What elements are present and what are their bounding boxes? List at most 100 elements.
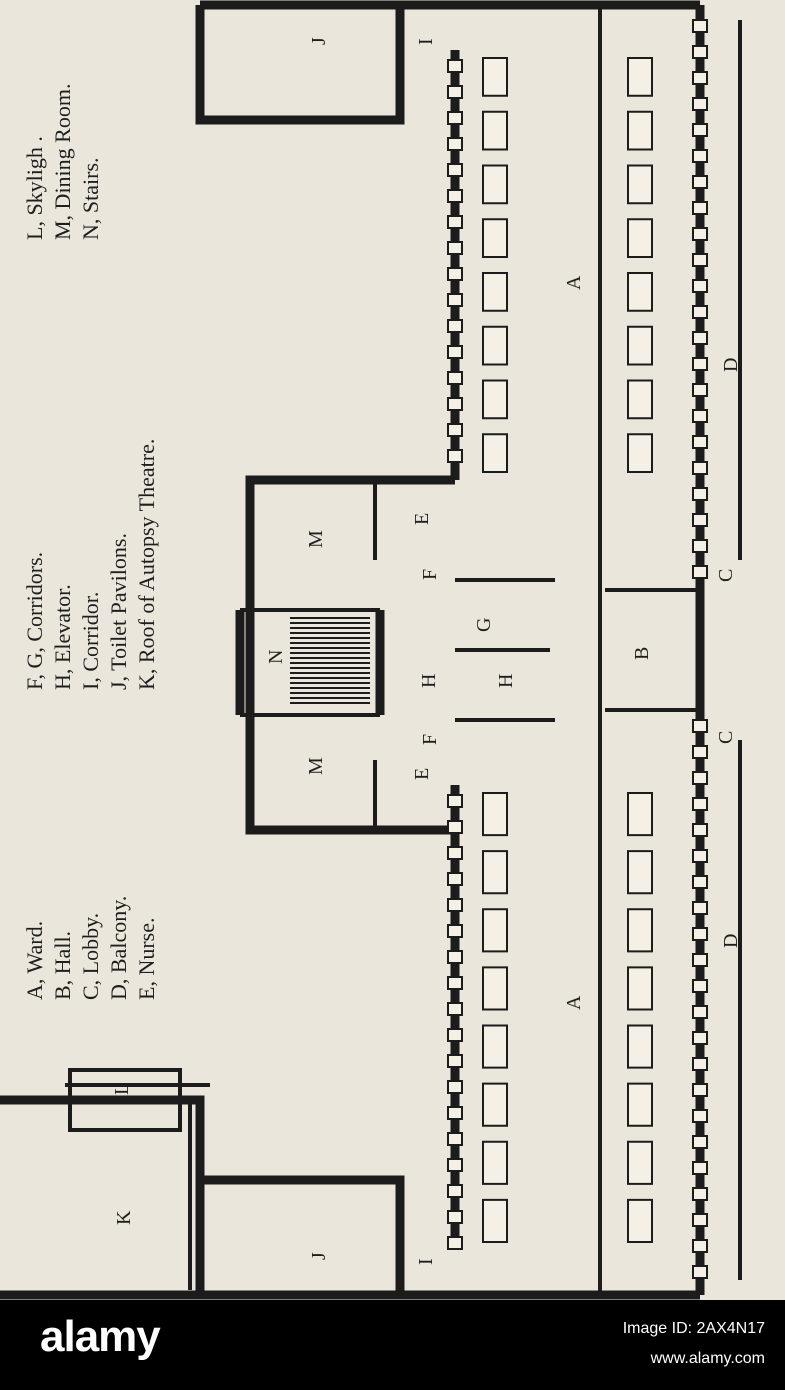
watermark-footer: alamy Image ID: 2AX4N17 www.alamy.com: [0, 1300, 785, 1390]
window: [447, 1158, 463, 1172]
window: [692, 901, 708, 915]
ward-bed: [627, 325, 653, 366]
window: [692, 1213, 708, 1227]
legend-item: D, Balcony.: [106, 896, 131, 1000]
label-corridor-f-upper: F: [419, 569, 441, 580]
window: [447, 241, 463, 255]
ward-bed: [482, 850, 508, 895]
window: [447, 1184, 463, 1198]
window: [692, 719, 708, 733]
window: [447, 846, 463, 860]
ward-bed: [627, 433, 653, 473]
label-hall: B: [631, 647, 653, 660]
partition: [68, 1068, 182, 1132]
ward-bed: [482, 1024, 508, 1069]
label-nurse-lower: E: [411, 768, 433, 780]
window: [692, 227, 708, 241]
window: [692, 123, 708, 137]
window: [692, 279, 708, 293]
window: [447, 423, 463, 437]
window: [447, 1080, 463, 1094]
label-stairs: N: [265, 650, 287, 664]
window: [447, 1002, 463, 1016]
window: [692, 19, 708, 33]
window: [692, 331, 708, 345]
window: [447, 59, 463, 73]
window: [692, 513, 708, 527]
legend-item: H, Elevator.: [50, 584, 75, 690]
window: [692, 953, 708, 967]
window: [692, 1109, 708, 1123]
label-dining-lower: M: [305, 757, 327, 775]
ward-bed: [482, 218, 508, 258]
label-corridor-i-lower: I: [415, 1258, 437, 1265]
legend-item: E, Nurse.: [134, 918, 159, 1000]
window: [692, 461, 708, 475]
window: [692, 1187, 708, 1201]
window: [447, 1054, 463, 1068]
window: [692, 71, 708, 85]
ward-bed: [627, 1024, 653, 1069]
ward-bed: [627, 110, 653, 151]
legend-item: C, Lobby.: [78, 913, 103, 1000]
window: [447, 163, 463, 177]
ward-bed: [627, 1140, 653, 1185]
label-corridor-i-upper: I: [415, 38, 437, 45]
ward-bed: [482, 908, 508, 953]
window: [692, 1239, 708, 1253]
wall: [0, 1095, 205, 1300]
window: [692, 409, 708, 423]
window: [447, 950, 463, 964]
label-corridor-g: G: [473, 618, 495, 632]
window: [692, 797, 708, 811]
window: [692, 565, 708, 579]
window: [692, 1161, 708, 1175]
window: [447, 215, 463, 229]
image-id: Image ID: 2AX4N17: [622, 1320, 765, 1337]
window: [692, 927, 708, 941]
ward-bed: [627, 1082, 653, 1127]
ward-bed: [482, 433, 508, 473]
ward-bed: [482, 57, 508, 97]
window: [692, 1083, 708, 1097]
label-dining-upper: M: [305, 530, 327, 548]
ward-bed: [482, 1198, 508, 1243]
window: [447, 111, 463, 125]
window: [447, 976, 463, 990]
window: [447, 794, 463, 808]
window: [447, 898, 463, 912]
ward-bed: [627, 164, 653, 205]
ward-bed: [482, 966, 508, 1011]
window: [447, 189, 463, 203]
window: [692, 771, 708, 785]
window: [447, 1236, 463, 1250]
legend-item: M, Dining Room.: [50, 84, 75, 240]
window: [692, 487, 708, 501]
legend-col-2: F, G, Corridors. H, Elevator. I, Corrido…: [22, 439, 159, 690]
label-elevator-2: H: [495, 674, 517, 688]
window: [692, 875, 708, 889]
window: [692, 1031, 708, 1045]
window: [447, 1210, 463, 1224]
site-url: www.alamy.com: [650, 1350, 765, 1367]
window: [447, 267, 463, 281]
window: [692, 1135, 708, 1149]
legend-item: J, Toilet Pavilons.: [106, 533, 131, 690]
ward-bed: [482, 164, 508, 205]
ward-bed: [627, 792, 653, 837]
ward-bed: [627, 379, 653, 420]
label-lobby-lower: C: [715, 731, 737, 744]
window: [447, 319, 463, 333]
window: [692, 539, 708, 553]
window: [692, 357, 708, 371]
label-toilet-upper: J: [308, 37, 330, 45]
window: [692, 1005, 708, 1019]
window: [447, 293, 463, 307]
floor-plan: A, Ward. B, Hall. C, Lobby. D, Balcony. …: [0, 0, 742, 1300]
wall: [195, 5, 405, 125]
window: [447, 1106, 463, 1120]
legend-item: B, Hall.: [50, 931, 75, 1000]
ward-bed: [627, 1198, 653, 1243]
window: [447, 872, 463, 886]
label-nurse-upper: E: [411, 513, 433, 525]
